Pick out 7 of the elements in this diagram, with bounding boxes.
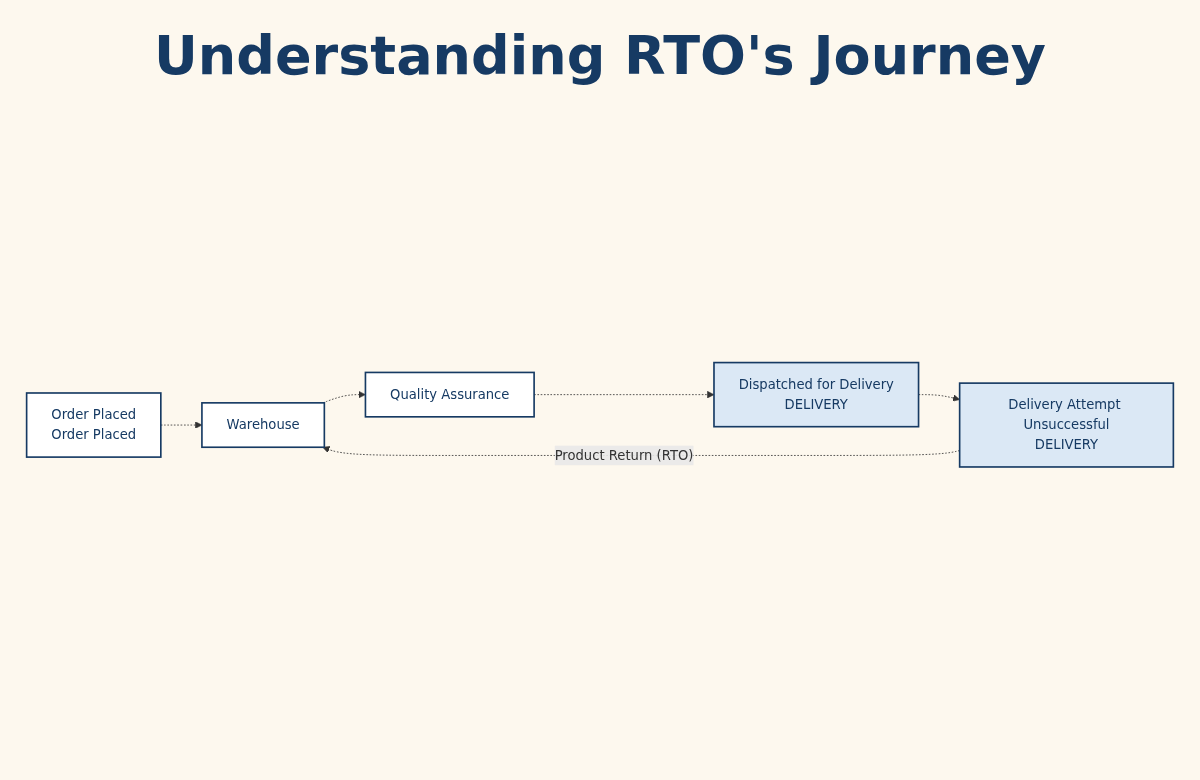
node-box: Delivery Attempt Unsuccessful DELIVERY xyxy=(958,382,1175,468)
edge-label: Product Return (RTO) xyxy=(554,447,694,464)
diagram-title: Understanding RTO's Journey xyxy=(153,24,1047,87)
node-box: Quality Assurance xyxy=(364,371,535,418)
node-box: Dispatched for Delivery DELIVERY xyxy=(713,361,920,428)
node-box: Warehouse xyxy=(201,402,326,449)
node-box: Order Placed Order Placed xyxy=(25,392,162,459)
